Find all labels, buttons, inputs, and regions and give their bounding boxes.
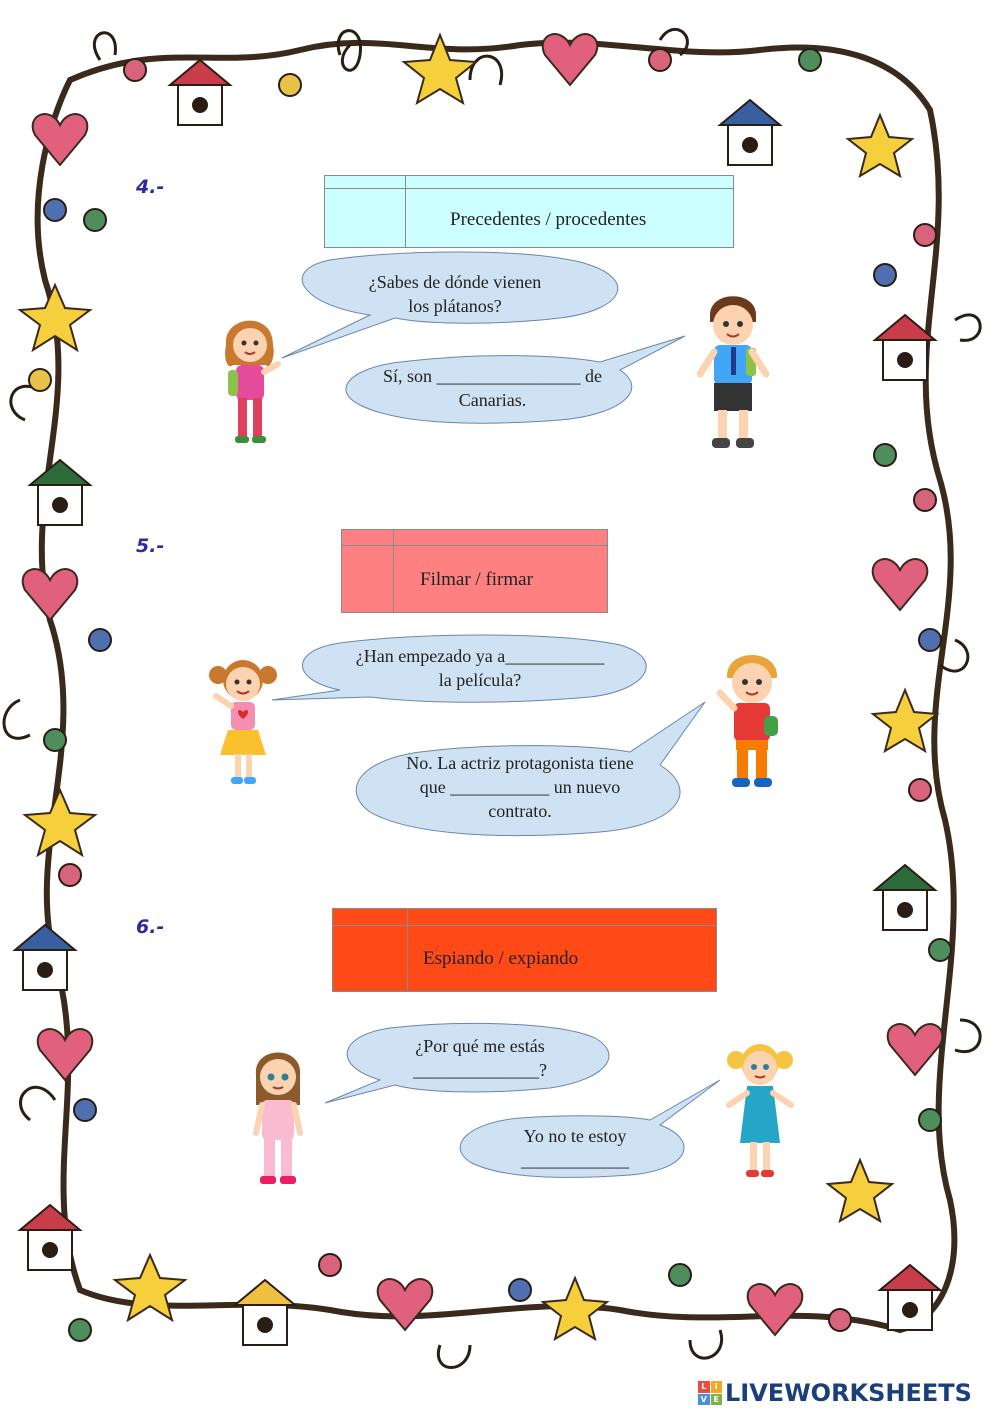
text-line: que ___________ un nuevo (419, 777, 621, 797)
girl-illustration (253, 1052, 303, 1184)
text-line: No. La actriz protagonista tiene (406, 753, 634, 773)
text-line: ¿Han empezado ya a___________ (355, 646, 605, 666)
text-line: Canarias. (458, 390, 527, 410)
word-box-4: Precedentes / procedentes (324, 175, 734, 248)
question-text-4: ¿Sabes de dónde vienen los plátanos? (330, 270, 580, 318)
word-options: Filmar / firmar (420, 569, 533, 590)
logo-badge-icon: L I V E (698, 1381, 722, 1405)
text-line: ______________? (413, 1060, 547, 1080)
boy-illustration (696, 296, 770, 448)
box-divider (405, 176, 406, 247)
badge-letter: E (710, 1393, 722, 1405)
question-text-6: ¿Por qué me estás ______________? (365, 1034, 595, 1082)
word-options: Precedentes / procedentes (450, 209, 647, 230)
badge-letter: L (698, 1381, 710, 1393)
boy-illustration (716, 655, 778, 787)
logo-text: LIVEWORKSHEETS (725, 1379, 972, 1407)
answer-text-4: Sí, son ________________ de Canarias. (360, 364, 625, 412)
exercise-number-5: 5.- (136, 535, 165, 557)
girl-illustration (225, 320, 281, 443)
badge-letter: V (698, 1393, 710, 1405)
box-divider (325, 188, 733, 189)
box-divider (333, 925, 716, 926)
exercise-number-4: 4.- (136, 176, 165, 198)
text-line: contrato. (488, 801, 552, 821)
text-line: Yo no te estoy (523, 1126, 627, 1146)
question-text-5: ¿Han empezado ya a___________ la películ… (330, 644, 630, 692)
answer-text-5: No. La actriz protagonista tiene que ___… (375, 751, 665, 823)
liveworksheets-logo: L I V E LIVEWORKSHEETS (698, 1378, 993, 1408)
word-options: Espiando / expiando (423, 948, 579, 969)
badge-letter: I (710, 1381, 722, 1393)
answer-text-6: Yo no te estoy ____________ (480, 1124, 670, 1172)
box-divider (393, 530, 394, 612)
box-divider (407, 909, 408, 991)
text-line: los plátanos? (408, 296, 502, 316)
girl-illustration (209, 660, 277, 784)
text-line: Sí, son ________________ de (382, 366, 602, 386)
text-line: ¿Por qué me estás (415, 1036, 545, 1056)
exercise-number-6: 6.- (136, 916, 165, 938)
word-box-6: Espiando / expiando (332, 908, 717, 992)
text-line: la película? (438, 670, 522, 690)
box-divider (342, 545, 607, 546)
word-box-5: Filmar / firmar (341, 529, 608, 613)
text-line: ____________ (521, 1150, 629, 1170)
text-line: ¿Sabes de dónde vienen (368, 272, 542, 292)
girl-illustration (726, 1044, 794, 1177)
